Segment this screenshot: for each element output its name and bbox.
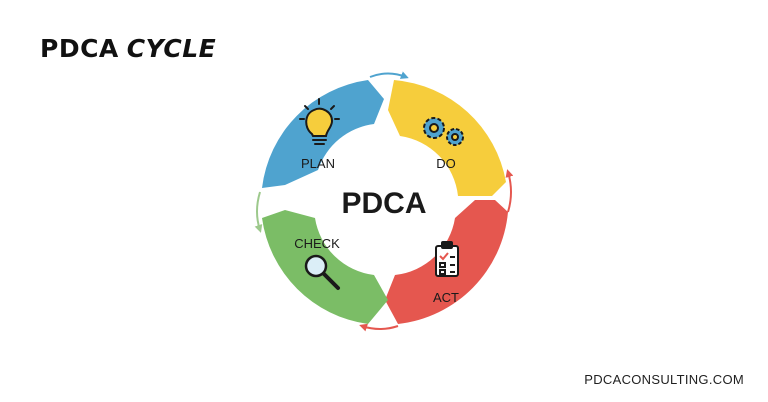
arrow-plan-to-do: [369, 71, 409, 79]
do-label: DO: [436, 156, 456, 171]
arrow-act-to-check: [359, 323, 399, 332]
title-main: PDCA: [40, 34, 119, 63]
center-label: PDCA: [341, 187, 426, 220]
act-label: ACT: [433, 290, 459, 305]
footer-site-label: PDCACONSULTING.COM: [584, 372, 744, 387]
arrow-check-to-plan: [254, 191, 263, 233]
gears-icon: [423, 117, 464, 146]
plan-label: PLAN: [301, 156, 335, 171]
clipboard-checklist-icon: [435, 241, 459, 277]
lightbulb-icon: [299, 98, 340, 145]
check-label: CHECK: [294, 236, 340, 251]
center-circle: [322, 140, 446, 264]
arrow-do-to-act: [505, 169, 514, 213]
title-accent: CYCLE: [126, 34, 217, 63]
magnifier-icon: [304, 254, 340, 290]
